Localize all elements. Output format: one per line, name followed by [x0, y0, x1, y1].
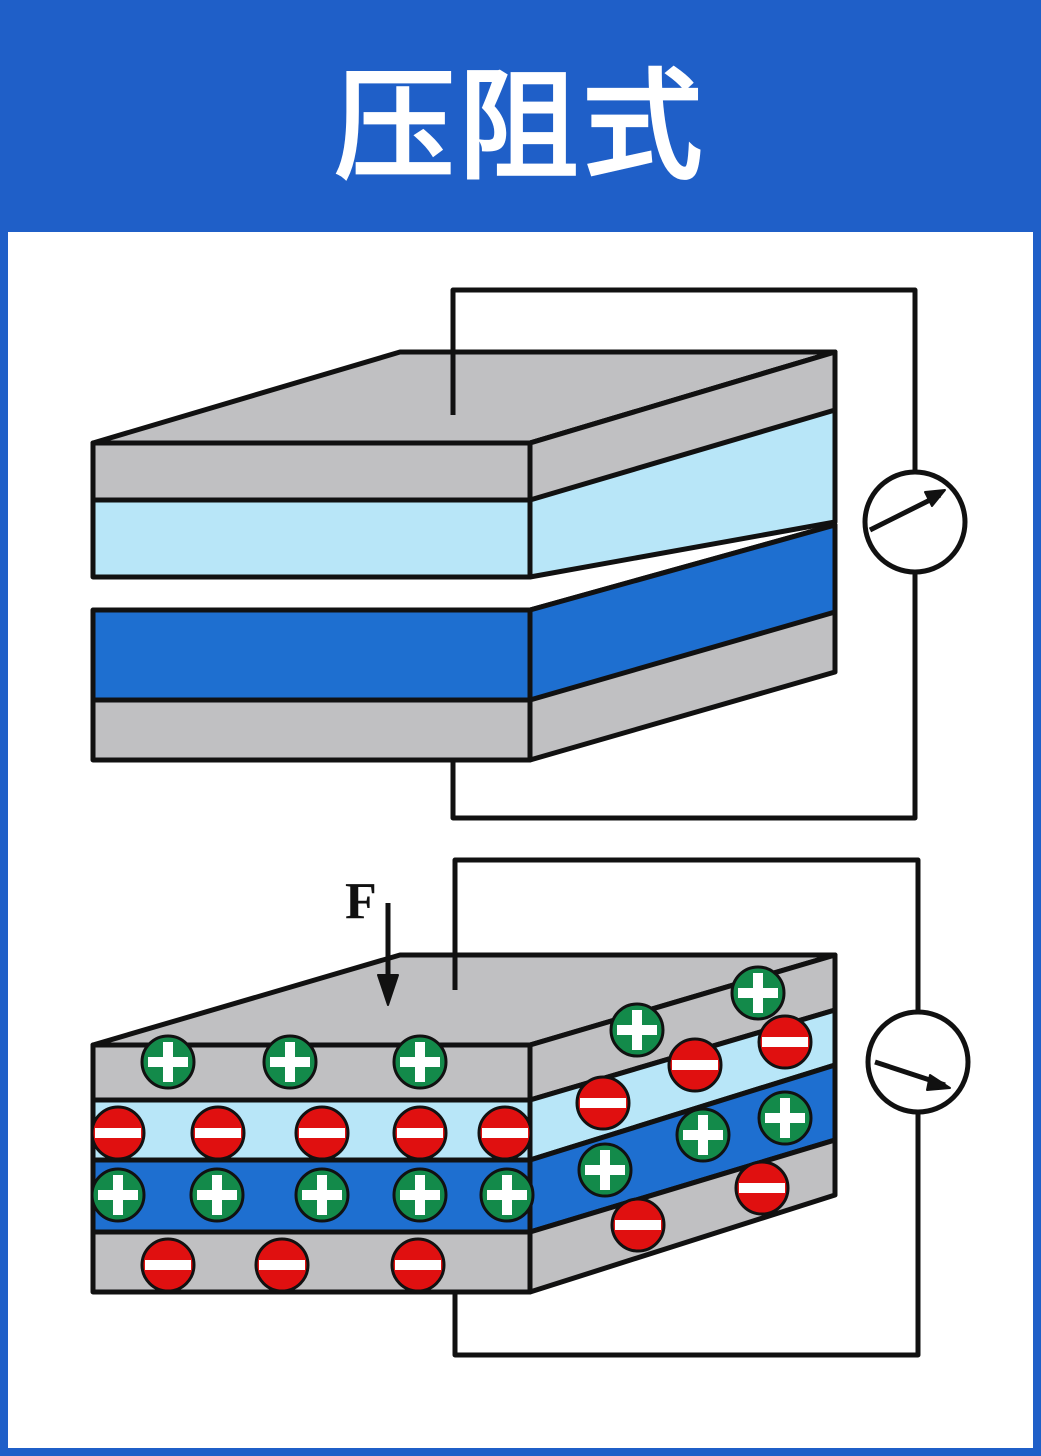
positive-charge-icon: [262, 1034, 318, 1090]
positive-charge-icon: [757, 1090, 813, 1146]
meter-icon: [862, 469, 968, 575]
charges: [90, 965, 813, 1293]
circuit-wire-bottom: [450, 572, 918, 821]
negative-charge-icon: [254, 1237, 310, 1293]
positive-charge-icon: [675, 1107, 731, 1163]
negative-charge-icon: [140, 1237, 196, 1293]
positive-charge-icon: [730, 965, 786, 1021]
negative-charge-icon: [757, 1014, 813, 1070]
positive-charge-icon: [392, 1034, 448, 1090]
positive-charge-icon: [577, 1142, 633, 1198]
page-title: 压阻式: [334, 58, 707, 197]
negative-charge-icon: [90, 1105, 146, 1161]
circuit-wire-bottom-2: [452, 1112, 921, 1358]
positive-charge-icon: [140, 1034, 196, 1090]
positive-charge-icon: [294, 1167, 350, 1223]
positive-charge-icon: [392, 1167, 448, 1223]
negative-charge-icon: [575, 1075, 631, 1131]
unpressed-sensor: [90, 287, 968, 821]
force-label: F: [345, 873, 377, 930]
negative-charge-icon: [390, 1237, 446, 1293]
positive-charge-icon: [479, 1167, 535, 1223]
negative-charge-icon: [392, 1105, 448, 1161]
circuit-wire-top-2: [452, 857, 921, 1012]
positive-charge-icon: [90, 1167, 146, 1223]
header-banner: 压阻式: [0, 0, 1041, 232]
force-arrow-icon: [377, 903, 399, 1006]
negative-charge-icon: [610, 1197, 666, 1253]
upper-electrode-block: [90, 349, 838, 580]
negative-charge-icon: [190, 1105, 246, 1161]
positive-charge-icon: [189, 1167, 245, 1223]
meter-icon-2: [865, 1009, 971, 1115]
pressed-sensor: F: [90, 857, 971, 1358]
negative-charge-icon: [734, 1160, 790, 1216]
lower-electrode-block: [90, 522, 838, 763]
negative-charge-icon: [477, 1105, 533, 1161]
positive-charge-icon: [609, 1002, 665, 1058]
negative-charge-icon: [294, 1105, 350, 1161]
negative-charge-icon: [667, 1037, 723, 1093]
